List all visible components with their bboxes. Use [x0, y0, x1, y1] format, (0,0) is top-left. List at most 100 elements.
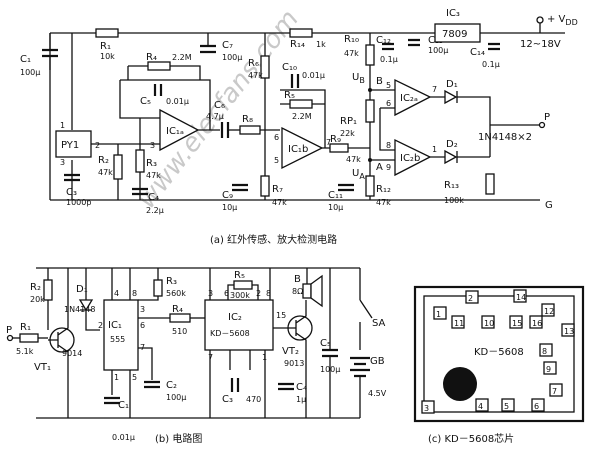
chip-pad — [513, 289, 527, 303]
b-c1-label: C₁ — [118, 400, 129, 411]
panel-a-caption: (a) 红外传感、放大检测电路 — [210, 233, 337, 246]
pyro-sensor — [55, 130, 92, 158]
a-c5-value: 0.01μ — [166, 97, 189, 106]
b-p-label: P — [6, 325, 12, 336]
a-r6-value: 47k — [248, 71, 263, 80]
b-c5-value: 100μ — [320, 365, 340, 374]
chip-pad — [531, 398, 545, 412]
a-ic1b-pin7: 7 — [326, 138, 331, 147]
b-ic2-pin6: 6 — [224, 289, 229, 298]
panel-c-caption: (c) KD－5608芯片 — [428, 432, 514, 445]
chip-pad — [451, 315, 465, 329]
b-r4-label: R₄ — [172, 304, 183, 315]
chip-pad — [543, 361, 557, 375]
a-r4-label: R₄ — [146, 52, 157, 63]
chip-pad-label: 12 — [544, 307, 554, 316]
b-ic1-value: 555 — [110, 335, 125, 344]
a-ua-label: UA — [352, 168, 365, 181]
b-r3-value: 560k — [166, 289, 186, 298]
a-ic2b-pin9: 9 — [386, 163, 391, 172]
chip-pad-label: 6 — [534, 402, 539, 411]
a-c4-value: 2.2μ — [146, 206, 164, 215]
a-r3-value: 47k — [146, 171, 161, 180]
b-r5-label: R₅ — [234, 270, 245, 281]
a-c10-value: 0.01μ — [302, 71, 325, 80]
a-c3-value: 1000p — [66, 198, 91, 207]
b-ic1-pin8: 8 — [132, 289, 137, 298]
b-ic2-pin8: 8 — [266, 289, 271, 298]
a-c9-value: 10μ — [222, 203, 237, 212]
a-ic1b-pin5: 5 — [274, 156, 279, 165]
a-r9-label: R₉ — [330, 134, 341, 145]
panel-b-circuit: R₂ 20k P R₁ 5.1k VT₁ 9014 D₁ 1N4148 IC₁ … — [6, 267, 387, 445]
a-r10-label: R₁₀ — [344, 34, 359, 45]
a-c1-value: 100μ — [20, 68, 40, 77]
chip-pad-label: 8 — [542, 347, 547, 356]
speaker — [302, 283, 312, 299]
chip-pad — [539, 343, 553, 357]
chip-pad — [481, 315, 495, 329]
chip-pad — [501, 398, 515, 412]
b-ic2-value: KD－5608 — [210, 329, 250, 338]
b-r1-label: R₁ — [20, 322, 31, 333]
a-ic2a-label: IC₂ₐ — [400, 93, 418, 104]
chip-label: KD－5608 — [474, 347, 524, 358]
ic2a-comparator — [394, 78, 432, 117]
b-ic1-label: IC₁ — [108, 320, 122, 331]
a-c11-value: 10μ — [328, 203, 343, 212]
b-r1-value: 5.1k — [16, 347, 34, 356]
panel-b-caption: (b) 电路图 — [155, 432, 202, 445]
b-gb-value: 4.5V — [368, 389, 387, 398]
b-c2-label: C₂ — [166, 380, 177, 391]
b-ic1-pin6: 6 — [140, 321, 145, 330]
b-c4-value: 1μ — [296, 395, 306, 404]
b-r4-value: 510 — [172, 327, 187, 336]
a-c1-label: C₁ — [20, 54, 31, 65]
chip-pad-label: 3 — [424, 404, 429, 413]
chip-pad-label: 2 — [468, 294, 473, 303]
chip-pad-label: 1 — [436, 310, 441, 319]
a-r1-value: 10k — [100, 52, 115, 61]
a-r9-value: 47k — [346, 155, 361, 164]
a-ub-label: UB — [352, 72, 365, 85]
ic2b-comparator — [394, 138, 432, 177]
b-ic1-pin4: 4 — [114, 289, 119, 298]
b-r3-label: R₃ — [166, 276, 177, 287]
a-vdd-label: + VDD — [547, 14, 578, 27]
chip-pad-label: 11 — [454, 319, 464, 328]
a-r7-label: R₇ — [272, 184, 283, 195]
b-c3-label: C₃ — [222, 394, 233, 405]
chip-pad — [509, 315, 523, 329]
b-gb-label: GB — [370, 356, 385, 367]
b-vt1-label: VT₁ — [34, 362, 51, 373]
a-r5-value: 2.2M — [292, 112, 312, 121]
b-ic1-pin5: 5 — [132, 373, 137, 382]
chip-pad-label: 5 — [504, 402, 509, 411]
a-pin2: 2 — [95, 141, 100, 150]
chip-pad — [561, 323, 575, 337]
a-ic1a-label: IC₁ₐ — [166, 126, 184, 137]
chip-pad-label: 9 — [546, 365, 551, 374]
a-c7-label: C₇ — [222, 40, 233, 51]
a-c3-label: C₃ — [66, 187, 77, 198]
b-r2-value: 20k — [30, 295, 45, 304]
a-rp1-value: 22k — [340, 129, 355, 138]
ic3-regulator — [434, 23, 481, 43]
a-r3-label: R₃ — [146, 158, 157, 169]
a-rp1-label: RP₁ — [340, 116, 357, 127]
b-c5-label: C₅ — [320, 338, 331, 349]
a-supply-label: 12~18V — [520, 39, 561, 50]
b-c1-value: 0.01μ — [112, 433, 135, 442]
chip-pad — [541, 303, 555, 317]
b-d1-label: D₁ — [76, 284, 88, 295]
a-ic1b-pin6: 6 — [274, 133, 279, 142]
a-r14-value: 1k — [316, 40, 326, 49]
b-ic1-pin1: 1 — [114, 373, 119, 382]
b-ic1-pin2: 2 — [98, 321, 103, 330]
chip-pad-label: 10 — [484, 319, 494, 328]
a-out-p: P — [544, 112, 550, 123]
b-ic2-label: IC₂ — [228, 312, 242, 323]
a-r13-label: R₁₃ — [444, 180, 459, 191]
a-r13-value: 100k — [444, 196, 464, 205]
